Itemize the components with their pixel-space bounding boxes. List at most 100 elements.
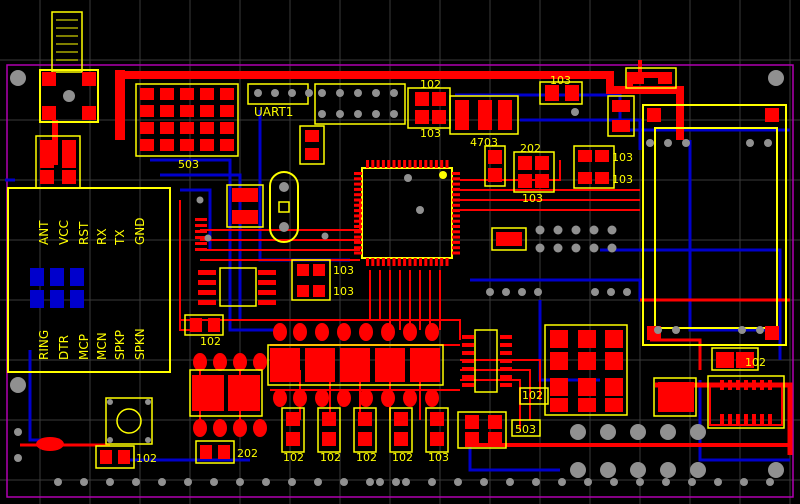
through-hole (660, 462, 676, 478)
qfp-pin (376, 258, 380, 266)
silkscreen-labels: UART1 503 102 103 4703 103 202 103 103 1… (136, 74, 766, 465)
qfp-pin (392, 160, 396, 168)
through-hole (254, 89, 262, 97)
qfp-pin (408, 258, 412, 266)
qfp-pin (452, 177, 460, 181)
qfp-pin (445, 258, 449, 266)
through-hole (553, 225, 563, 235)
through-hole (535, 243, 545, 253)
qfp-pin (387, 258, 391, 266)
through-hole (630, 462, 646, 478)
mounting-holes (10, 70, 784, 478)
through-hole (571, 108, 579, 116)
qfp-pin (354, 198, 362, 202)
through-hole (372, 110, 380, 118)
through-hole (480, 478, 488, 486)
through-hole (534, 288, 542, 296)
through-hole (428, 478, 436, 486)
through-hole (746, 139, 754, 147)
qfp-pin (424, 160, 428, 168)
label-103-c2: 103 (333, 285, 354, 298)
label-103-r1: 103 (612, 151, 633, 164)
through-hole (690, 462, 706, 478)
qfp-pin (413, 160, 417, 168)
through-hole (236, 478, 244, 486)
label-202-b: 202 (237, 447, 258, 460)
qfp-pin (434, 160, 438, 168)
through-hole (764, 139, 772, 147)
through-hole (714, 478, 722, 486)
qfp-pin (354, 230, 362, 234)
qfp-pin (354, 172, 362, 175)
main-mcu (354, 160, 460, 266)
qfp-pin (354, 225, 362, 228)
qfp-pin (452, 219, 460, 223)
through-hole (390, 89, 398, 97)
through-hole (288, 478, 296, 486)
label-bottom-2: 102 (356, 451, 377, 464)
through-hole (318, 89, 326, 97)
qfp-pin (403, 160, 407, 168)
label-bottom-0: 102 (283, 451, 304, 464)
through-hole (607, 225, 617, 235)
pin-mcp: MCP (77, 334, 91, 360)
through-holes (14, 89, 774, 486)
through-hole (600, 424, 616, 440)
through-hole (366, 478, 374, 486)
qfp-pin (381, 258, 385, 266)
label-bottom-4: 103 (428, 451, 449, 464)
through-hole (404, 174, 412, 182)
qfp-pin (354, 235, 362, 239)
qfp-pin (452, 203, 460, 207)
through-hole (664, 139, 672, 147)
through-hole (14, 454, 22, 462)
ic-pins (195, 218, 772, 424)
qfp-pin (366, 258, 369, 266)
through-hole (80, 478, 88, 486)
qfp-pin (419, 160, 422, 168)
pin-tx: TX (113, 229, 127, 246)
qfp-pin (387, 160, 391, 168)
through-hole (688, 478, 696, 486)
through-hole (354, 110, 362, 118)
through-hole (570, 424, 586, 440)
through-hole (321, 232, 329, 240)
through-hole (738, 326, 746, 334)
top-copper-pads (40, 72, 783, 464)
through-hole (553, 243, 563, 253)
through-hole (372, 89, 380, 97)
pin-gnd: GND (133, 217, 147, 245)
qfp-pin (354, 193, 362, 197)
through-hole (392, 478, 400, 486)
through-hole (607, 288, 615, 296)
through-hole (589, 225, 599, 235)
label-bottom-1: 102 (320, 451, 341, 464)
label-103-r2: 103 (612, 173, 633, 186)
through-hole (571, 225, 581, 235)
through-hole (158, 478, 166, 486)
through-hole (660, 424, 676, 440)
through-hole (14, 428, 22, 436)
through-hole (184, 478, 192, 486)
qfp-pin (452, 251, 460, 255)
pin-vcc: VCC (57, 220, 71, 245)
label-103-top: 103 (420, 127, 441, 140)
through-hole (600, 462, 616, 478)
through-hole (589, 243, 599, 253)
through-hole (571, 243, 581, 253)
through-hole (682, 139, 690, 147)
label-102-mid: 102 (522, 389, 543, 402)
through-hole (196, 196, 204, 204)
qfp-pin (354, 246, 362, 250)
through-hole (558, 478, 566, 486)
through-hole (662, 478, 670, 486)
label-103-c1: 103 (333, 264, 354, 277)
through-hole (630, 424, 646, 440)
qfp-pin (376, 160, 380, 168)
qfp-pin (452, 172, 460, 175)
pin-mcn: MCN (95, 332, 109, 360)
label-102-right: 102 (745, 356, 766, 369)
through-hole (672, 326, 680, 334)
qfp-pin (419, 258, 422, 266)
